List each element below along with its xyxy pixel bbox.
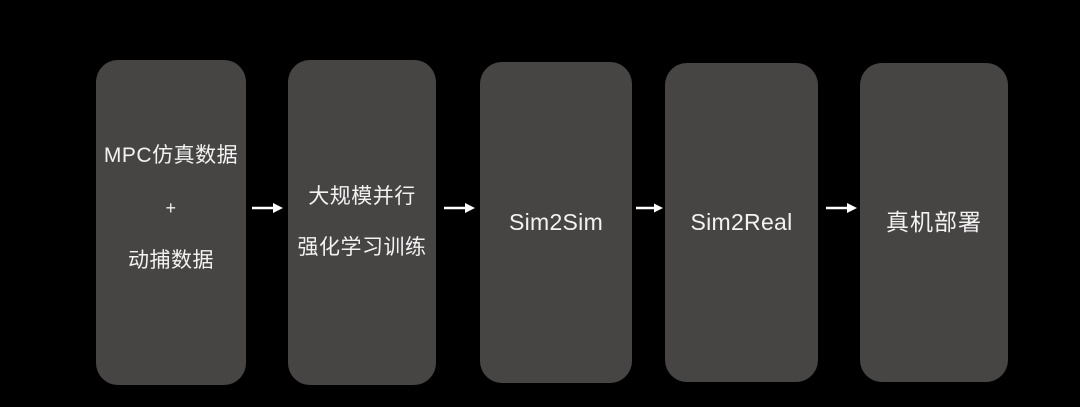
arrow-right-icon	[636, 196, 664, 220]
stage-text-block: 大规模并行 强化学习训练	[288, 183, 436, 262]
stage-text-block: MPC仿真数据 + 动捕数据	[96, 142, 246, 275]
arrow-right-icon	[444, 196, 476, 220]
stage-box-real-deploy: 真机部署	[860, 63, 1008, 382]
stage-box-sim2sim: Sim2Sim	[480, 62, 632, 383]
stage-box-mpc-data: MPC仿真数据 + 动捕数据	[96, 60, 246, 385]
stage-plus-separator: +	[165, 198, 177, 219]
stage-label-line: 强化学习训练	[297, 235, 427, 259]
arrow-right-icon	[826, 196, 858, 220]
stage-text-block: Sim2Sim	[480, 207, 632, 238]
stage-box-large-scale-rl: 大规模并行 强化学习训练	[288, 60, 436, 385]
stage-box-sim2real: Sim2Real	[665, 63, 818, 382]
stage-text-block: 真机部署	[860, 207, 1008, 238]
stage-text-block: Sim2Real	[665, 207, 818, 238]
stage-label-line: 大规模并行	[308, 185, 416, 209]
arrow-right-icon	[252, 196, 284, 220]
stage-label-line: Sim2Sim	[508, 208, 604, 235]
stage-label-line: MPC仿真数据	[103, 144, 239, 167]
stage-label-line: Sim2Real	[690, 208, 793, 235]
stage-label-line: 动捕数据	[128, 248, 214, 272]
stage-label-line: 真机部署	[886, 208, 982, 235]
